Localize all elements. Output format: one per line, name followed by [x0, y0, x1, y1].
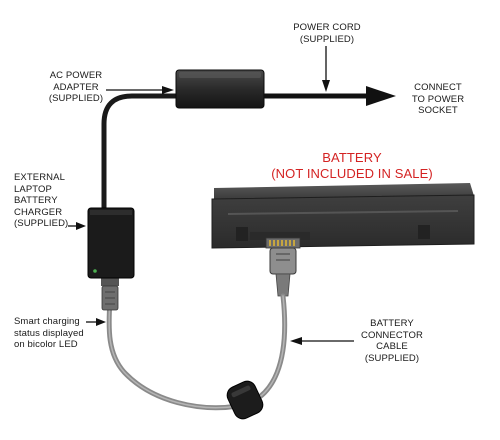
led-indicator: [93, 269, 97, 273]
ac-adapter-body: [176, 70, 264, 108]
adapter-cable: [104, 96, 179, 210]
led-note-label: Smart charging status displayed on bicol…: [14, 316, 98, 351]
power-cord-line: [264, 86, 396, 106]
charger-label: EXTERNAL LAPTOP BATTERY CHARGER (SUPPLIE…: [14, 172, 80, 230]
charger-plug: [101, 276, 119, 310]
battery-label: BATTERY (NOT INCLUDED IN SALE): [262, 150, 442, 182]
battery-body: [212, 183, 474, 248]
battery-cable: [109, 296, 285, 408]
external-charger-body: [88, 208, 134, 278]
battery-connector-plug: [266, 238, 300, 296]
ferrite-bead: [224, 378, 266, 421]
ac-adapter-label: AC POWER ADAPTER (SUPPLIED): [38, 70, 114, 105]
connect-socket-label: CONNECT TO POWER SOCKET: [402, 82, 474, 117]
connector-cable-label: BATTERY CONNECTOR CABLE (SUPPLIED): [352, 318, 432, 364]
power-cord-label: POWER CORD (SUPPLIED): [282, 22, 372, 45]
